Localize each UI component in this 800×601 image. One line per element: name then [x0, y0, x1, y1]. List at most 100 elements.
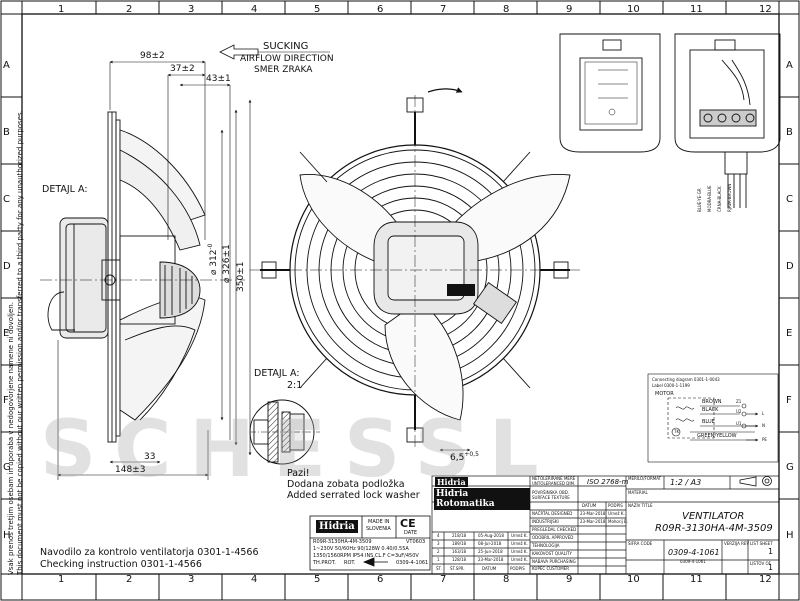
rev-row-3-st: 189/18 — [452, 541, 467, 546]
dimension-lines — [57, 60, 252, 480]
note-pazi: Pazi! — [287, 468, 310, 479]
col-num-bottom-4: 4 — [251, 574, 258, 585]
checked-date: 23-Mar-2018 — [580, 519, 606, 524]
col-num-2: 2 — [126, 4, 133, 15]
row-letter-e: E — [3, 328, 10, 339]
purchasing-label: NABAVA PURCHASING — [532, 559, 576, 564]
row-letter-right-g: G — [786, 462, 794, 473]
row-letter-right-e: E — [786, 328, 793, 339]
col-num-8: 8 — [503, 4, 510, 15]
surface-header-sl: POVRŠINSKA OBD. — [532, 490, 570, 495]
col-num-1: 1 — [58, 4, 65, 15]
sheet-number: 1 — [768, 547, 774, 556]
col-num-bottom-7: 7 — [440, 574, 447, 585]
wire-label-brown: RJAVA-BROWN — [727, 183, 732, 212]
row-letter-right-a: A — [786, 60, 793, 71]
rev-row-4-date: 05-Aug-2018 — [478, 533, 504, 538]
rev-row-1-sign: Urnež K. — [511, 557, 528, 562]
rev-row-2-st: 163/18 — [452, 549, 467, 554]
col-num-bottom-1: 1 — [58, 574, 65, 585]
conn-u1: U1 — [736, 421, 742, 426]
scale-header: MERILO/FORMAT — [628, 476, 662, 481]
conn-blue: BLUE — [702, 419, 715, 425]
checking-instruction-en: Checking instruction 0301-1-4566 — [40, 559, 202, 570]
col-num-bottom-10: 10 — [627, 574, 640, 585]
sheet-header: LIST SHEET — [750, 541, 773, 546]
col-num-10: 10 — [627, 4, 640, 15]
copyright-note-sl: Vsak prenos tretjim osebam in uporaba v … — [7, 302, 15, 575]
conn-header-1: Connecting diagram 0301-1-0043 — [652, 377, 720, 382]
industrial-label: INDUSTRIJSKI — [532, 519, 559, 524]
col-num-7: 7 — [440, 4, 447, 15]
untoleranced-header-sl: NETOLERIRANE MERE — [532, 476, 576, 481]
dim-148: 148±3 — [115, 465, 146, 475]
customer-label: KUPEC CUSTOMER — [532, 566, 570, 571]
dim-43: 43±1 — [206, 74, 231, 84]
wire-label-black: ČRNA-BLACK — [717, 186, 722, 212]
title-header: NAZIV TITLE — [628, 503, 653, 508]
dim-37: 37±2 — [170, 64, 195, 74]
row-letter-a: A — [3, 60, 10, 71]
airflow-line2: SMER ZRAKA — [254, 65, 313, 75]
detail-a-label: DETAJL A: — [42, 184, 88, 195]
col-num-3: 3 — [188, 4, 195, 15]
wire-label-ye-gr: BLUE-YE-GR — [697, 188, 702, 212]
detail-a-view — [249, 399, 320, 465]
material-header: MATERIAL — [628, 490, 648, 495]
designed-label: NAČRTAL DESIGNED — [532, 511, 573, 516]
col-date-header: DATUM — [582, 503, 597, 508]
conn-black: BLACK — [702, 407, 719, 413]
row-letter-right-h: H — [786, 530, 794, 541]
col-num-bottom-8: 8 — [503, 574, 510, 585]
row-letter-c: C — [3, 194, 10, 205]
wire-label-blue: MODRA-BLUE — [707, 185, 712, 212]
dim-65: 6,5+0,5 — [450, 451, 479, 463]
connection-diagram — [647, 373, 779, 463]
fan-front-view — [250, 95, 580, 450]
untoleranced-header-en: UNTOLERANCED DIM. — [532, 481, 576, 486]
rev-row-2-sign: Urnež K. — [511, 549, 528, 554]
conn-brown: BROWN — [702, 399, 722, 405]
projection-symbol — [739, 476, 772, 487]
row-letter-d: D — [3, 261, 11, 272]
airflow-title: SUCKING — [263, 41, 309, 52]
col-num-bottom-9: 9 — [566, 574, 573, 585]
quality-label: KAKOVOST QUALITY — [532, 551, 572, 556]
conn-l: L — [762, 411, 765, 416]
fan-side-view — [40, 111, 245, 443]
row-letter-right-c: C — [786, 194, 793, 205]
detail-a2-label: DETAJL A: — [254, 368, 300, 379]
rev-header-datum: DATUM — [482, 566, 497, 571]
title-block-logo-small: Hidria — [435, 477, 468, 487]
row-letter-b: B — [3, 127, 10, 138]
rev-row-4-n: 4 — [437, 533, 440, 538]
airflow-arrow — [219, 44, 330, 60]
row-letter-right-d: D — [786, 261, 794, 272]
dim-33: 33 — [144, 452, 156, 462]
scale-value: 1:2 / A3 — [670, 478, 702, 487]
rev-header-stspr: ŠT.SPR. — [450, 566, 465, 571]
conn-n: N — [762, 423, 765, 428]
terminal-box-view-1 — [559, 33, 661, 153]
label-plate-date: DATE — [404, 530, 418, 536]
sheets-total: 1 — [768, 563, 774, 572]
rev-row-3-sign: Urnež K. — [511, 541, 528, 546]
row-letter-g: G — [3, 462, 11, 473]
rev-row-4-sign: Urnež K. — [511, 533, 528, 538]
label-plate-frame — [309, 515, 431, 571]
surface-header-en: SURFACE TEXTURE — [532, 495, 570, 500]
approved-label: ODOBRIL APPROVED — [532, 535, 574, 540]
dim-326: ⌀ 326±1 — [222, 244, 232, 283]
designed-date: 23-Mar-2018 — [580, 511, 606, 516]
checking-instruction-sl: Navodilo za kontrolo ventilatorja 0301-1… — [40, 547, 259, 558]
rev-row-1-n: 1 — [437, 557, 440, 562]
col-num-4: 4 — [251, 4, 258, 15]
conn-u2: U2 — [736, 409, 742, 414]
label-plate-rot: ROT. — [344, 560, 356, 566]
label-plate-model: R09R-3130HA-4M-3509 — [313, 539, 372, 545]
company-name: Hidria Rotomatika — [434, 488, 530, 510]
conn-pe: PE — [762, 437, 767, 442]
col-sign-header: PODPIS — [608, 503, 623, 508]
